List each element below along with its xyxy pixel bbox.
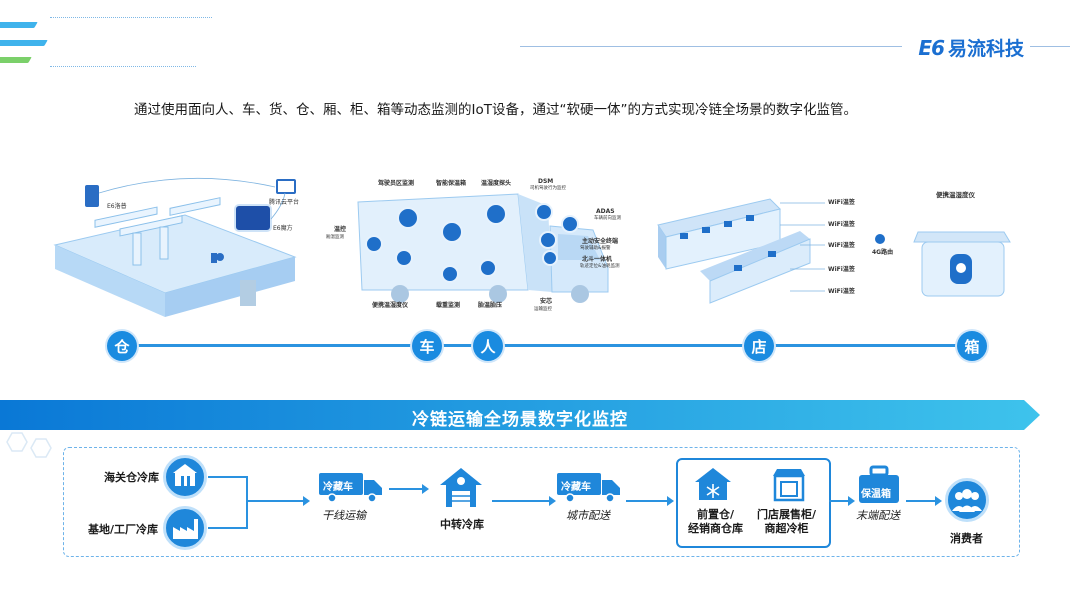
warehouse-label-2: E6魔方 [273, 225, 293, 232]
source-label-0: 海关仓冷库 [104, 471, 159, 484]
truck2-badge: 冷藏车 [561, 482, 591, 493]
store-group-box [676, 458, 831, 548]
box-label-0: 便携温湿度仪 [936, 191, 975, 199]
truck-label-3: DSM [538, 178, 554, 185]
timeline-node-store: 店 [744, 331, 774, 361]
truck-label-11: 北斗一体机 [582, 256, 613, 263]
timeline-node-box: 箱 [957, 331, 987, 361]
decor-hexagons [6, 432, 52, 458]
hub-warehouse-icon [440, 468, 482, 507]
consumer-label: 消费者 [950, 532, 983, 545]
arrow-to-store-group [626, 496, 674, 506]
truck-label-0: 驾驶员区监测 [378, 180, 415, 187]
connector-vertical [246, 476, 248, 529]
truck2-icon [557, 473, 620, 503]
truck-label-14: 载重监测 [436, 302, 461, 309]
store-item-1: 门店展售柜/ 商超冷柜 [757, 508, 817, 535]
banner-title: 冷链运输全场景数字化监控 [412, 410, 628, 430]
header-stripe-1 [0, 22, 38, 28]
front-warehouse-icon [695, 468, 731, 500]
arrow-to-truck2 [492, 496, 556, 506]
brand-logo: E6 [918, 35, 945, 60]
truck-label-17: 运输监控 [534, 307, 552, 312]
banner-shape [0, 400, 1040, 430]
store-item-0: 前置仓/ 经销商仓库 [688, 508, 743, 535]
truck-label-1: 智能保温箱 [436, 180, 467, 187]
truck-label-9: 主动安全终端 [582, 238, 619, 245]
truck-label-8: 厢温监测 [326, 235, 344, 240]
truck1-badge: 冷藏车 [323, 482, 353, 493]
store-label-4: WiFi温签 [828, 288, 855, 295]
header-stripe-2 [0, 40, 48, 46]
scene-box: 便携温湿度仪 [912, 188, 1012, 300]
source-label-1: 基地/工厂冷库 [88, 523, 159, 536]
arrow-to-truck1 [248, 496, 310, 506]
store-label-2: WiFi温签 [828, 242, 855, 249]
truck-illustration [357, 193, 609, 303]
customs-warehouse-icon [163, 455, 207, 499]
truck-label-5: ADAS [596, 208, 615, 215]
store-label-5: 4G路由 [872, 249, 894, 256]
box-badge: 保温箱 [861, 489, 891, 500]
header-stripe-3 [0, 57, 32, 63]
arrow-to-consumer [906, 496, 942, 506]
factory-icon [163, 506, 207, 550]
header-dotted-line-1 [50, 17, 212, 18]
brand: E6 易流科技 [918, 34, 1024, 61]
truck-label-7: 温控 [334, 226, 347, 233]
store-label-3: WiFi温签 [828, 266, 855, 273]
connector-bottom [208, 527, 248, 529]
truck-label-2: 温湿度探头 [481, 180, 512, 187]
box-illustration [913, 231, 1011, 297]
truck-label-12: 轨迹定位&油耗监测 [580, 264, 620, 269]
truck-label-10: 驾驶辅助&报警 [580, 246, 611, 251]
warehouse-label-0: E6洛普 [107, 203, 127, 210]
store-label-0: WiFi温签 [828, 199, 855, 206]
truck-label-4: 司机驾驶行为监控 [530, 186, 566, 191]
scene-truck: 驾驶员区监测 智能保温箱 温湿度探头 DSM 司机驾驶行为监控 ADAS 车辆前… [318, 172, 628, 322]
flow-panel [63, 447, 1020, 557]
connector-top [208, 476, 248, 478]
truck1-caption: 干线运输 [322, 509, 366, 522]
insulated-box-icon [859, 465, 899, 503]
brand-name: 易流科技 [947, 38, 1024, 60]
scene-warehouse: E6洛普 腾讯云平台 E6魔方 [35, 175, 305, 325]
header-dotted-line-2 [50, 66, 196, 67]
store-illustration [657, 198, 885, 304]
timeline-node-person: 人 [473, 331, 503, 361]
intro-text: 通过使用面向人、车、货、仓、厢、柜、箱等动态监测的IoT设备，通过“软硬一体”的… [134, 102, 857, 118]
brand-line-left [520, 46, 902, 47]
timeline-node-warehouse: 仓 [107, 331, 137, 361]
store-label-1: WiFi温签 [828, 221, 855, 228]
truck-label-13: 便携温湿度仪 [372, 302, 409, 309]
truck-label-6: 车辆前向监测 [594, 216, 621, 221]
truck-label-16: 安芯 [540, 298, 553, 305]
shop-showcase-icon [773, 469, 805, 502]
scene-store: WiFi温签 WiFi温签 WiFi温签 WiFi温签 WiFi温签 4G路由 [650, 185, 910, 305]
arrow-to-box [829, 496, 855, 506]
truck1-icon [319, 473, 382, 503]
timeline-line [122, 344, 972, 347]
warehouse-label-1: 腾讯云平台 [269, 199, 300, 206]
truck-label-15: 胎温胎压 [478, 302, 503, 309]
warehouse-illustration [53, 177, 297, 317]
truck2-caption: 城市配送 [566, 509, 610, 522]
arrow-to-hub [389, 484, 429, 494]
hub-label: 中转冷库 [440, 518, 484, 531]
brand-line-right [1030, 46, 1070, 47]
timeline-node-vehicle: 车 [412, 331, 442, 361]
consumer-icon [945, 478, 989, 522]
box-caption: 末端配送 [856, 509, 900, 522]
